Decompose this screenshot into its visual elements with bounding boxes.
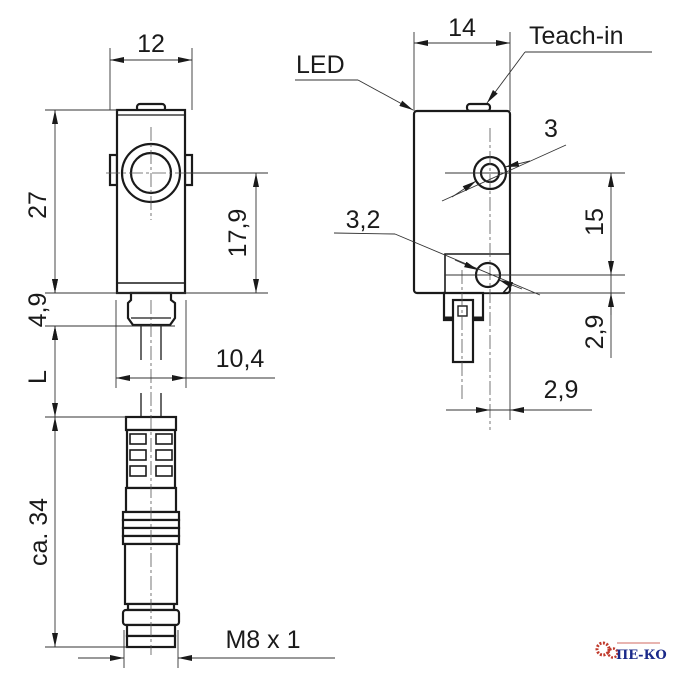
dim-width-right: 14 bbox=[448, 14, 476, 42]
logo-text: ПЕ-КО bbox=[616, 648, 667, 663]
label-teach-in: Teach-in bbox=[529, 22, 624, 50]
right-view: 14 Teach-in LED 3 3,2 15 2,9 2,9 bbox=[295, 14, 652, 430]
dim-hole-small: 3 bbox=[544, 115, 558, 143]
dim-cable-length: L bbox=[24, 370, 52, 384]
dim-plug-length: ca. 34 bbox=[25, 498, 53, 566]
label-led: LED bbox=[296, 51, 345, 79]
dim-height: 27 bbox=[24, 191, 52, 219]
gear-icon bbox=[595, 641, 611, 657]
sensor-body-side bbox=[412, 102, 512, 364]
dim-lens-center: 17,9 bbox=[224, 209, 252, 258]
peko-logo: ПЕ-КО bbox=[595, 641, 667, 663]
dim-bottom-offset: 2,9 bbox=[581, 315, 609, 350]
dim-connector-height: 4,9 bbox=[24, 293, 52, 328]
left-view: 12 27 17,9 4,9 L 10,4 ca. 34 bbox=[24, 30, 335, 668]
dim-thread: M8 x 1 bbox=[225, 626, 300, 654]
dim-hole-spacing: 15 bbox=[581, 208, 609, 236]
dim-hole-large: 3,2 bbox=[346, 206, 381, 234]
dim-side-offset: 2,9 bbox=[544, 376, 579, 404]
dim-width-left: 12 bbox=[137, 30, 165, 58]
dim-connector-width: 10,4 bbox=[216, 345, 265, 373]
